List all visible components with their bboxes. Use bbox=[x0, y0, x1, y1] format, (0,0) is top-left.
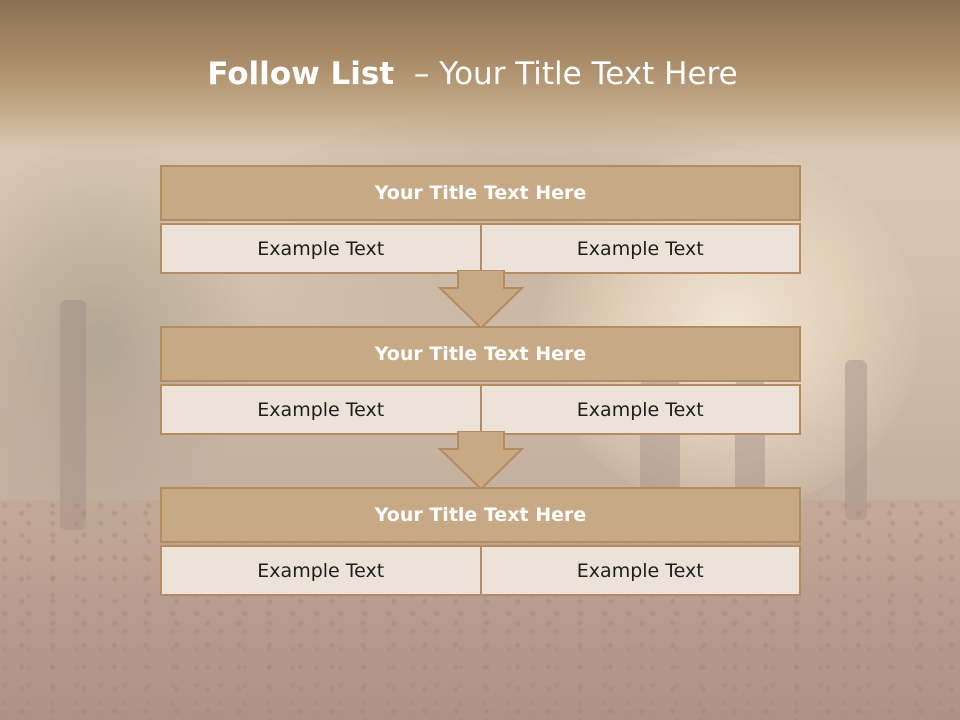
title-band bbox=[0, 0, 960, 150]
block-heading[interactable]: Your Title Text Here bbox=[160, 326, 801, 382]
slide-title: Follow List – Your Title Text Here bbox=[0, 56, 945, 92]
block-cell-right[interactable]: Example Text bbox=[481, 384, 801, 435]
block-cell-left[interactable]: Example Text bbox=[160, 223, 482, 274]
tree-trunk bbox=[845, 360, 867, 520]
block-heading[interactable]: Your Title Text Here bbox=[160, 487, 801, 543]
slide-title-bold: Follow List bbox=[207, 56, 395, 92]
block-cell-left[interactable]: Example Text bbox=[160, 384, 482, 435]
down-arrow-icon bbox=[438, 431, 524, 491]
block-row: Example Text Example Text bbox=[160, 223, 801, 274]
tree-trunk bbox=[60, 300, 86, 530]
block-cell-right[interactable]: Example Text bbox=[481, 223, 801, 274]
list-block-1: Your Title Text Here Example Text Exampl… bbox=[160, 165, 801, 274]
block-row: Example Text Example Text bbox=[160, 545, 801, 596]
block-cell-left[interactable]: Example Text bbox=[160, 545, 482, 596]
block-row: Example Text Example Text bbox=[160, 384, 801, 435]
block-heading[interactable]: Your Title Text Here bbox=[160, 165, 801, 221]
list-block-3: Your Title Text Here Example Text Exampl… bbox=[160, 487, 801, 596]
block-cell-right[interactable]: Example Text bbox=[481, 545, 801, 596]
slide-title-rest: – Your Title Text Here bbox=[394, 56, 738, 92]
list-block-2: Your Title Text Here Example Text Exampl… bbox=[160, 326, 801, 435]
down-arrow-icon bbox=[438, 270, 524, 330]
